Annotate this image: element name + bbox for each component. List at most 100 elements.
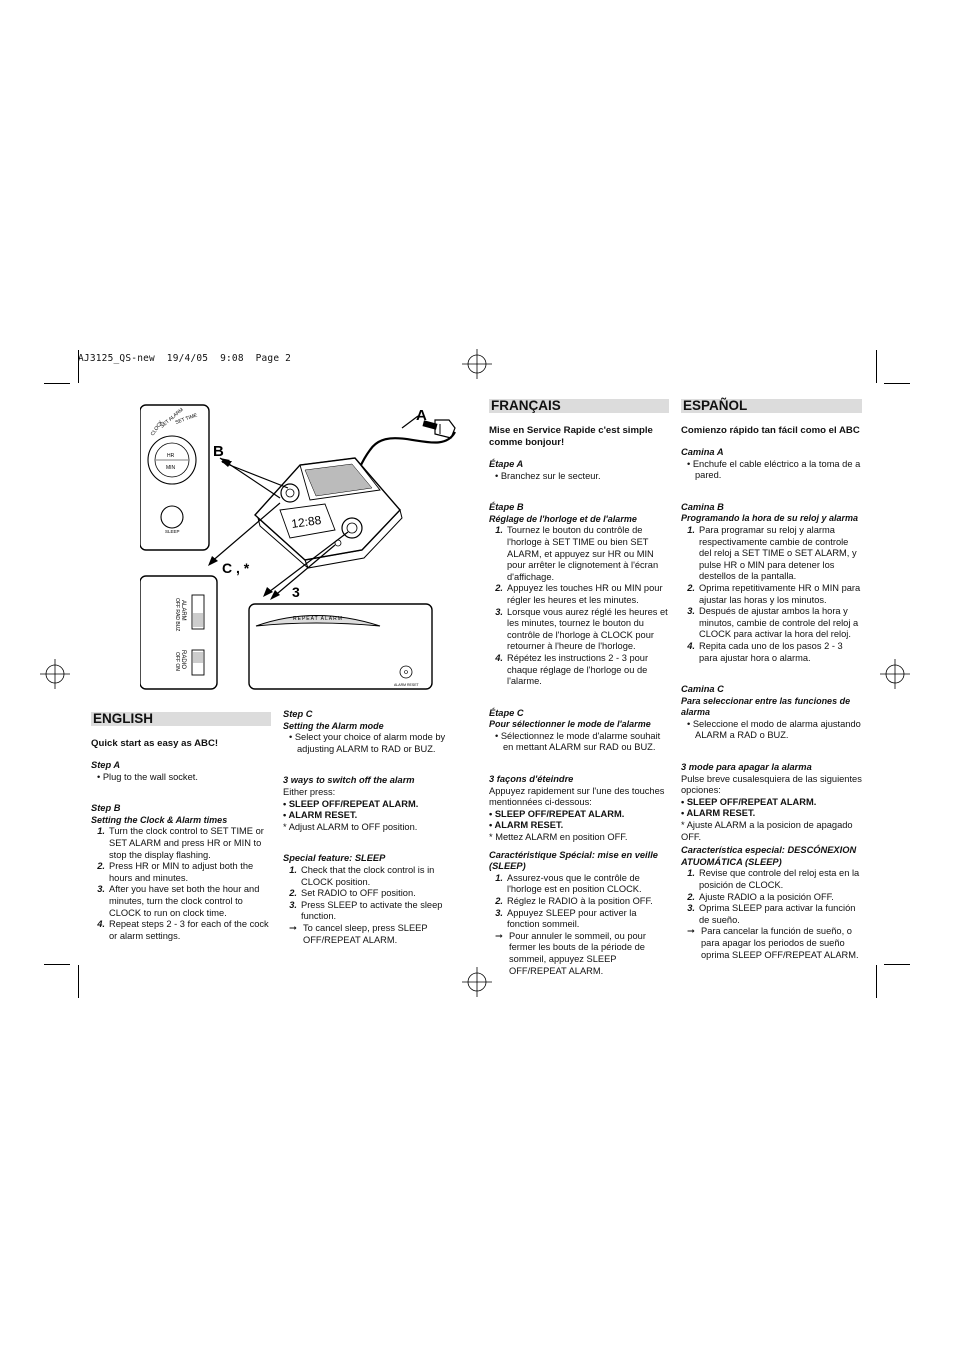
francais-stepc-title: Étape C (489, 707, 524, 718)
francais-ways-intro: Appuyez rapidement sur l'une des touches… (489, 785, 665, 808)
list-item: * Ajuste ALARM a la posicion de apagado … (681, 820, 853, 842)
english-stepb-title: Step B (91, 803, 121, 814)
francais-stepc-bullet: • Sélectionnez le mode d'alarme souhait … (495, 730, 661, 753)
list-item: 3.Después de ajustar ambos la hora y min… (687, 606, 859, 640)
label-b: B (213, 443, 224, 460)
francais-stepc-subtitle: Pour sélectionner le mode de l'alarme (489, 719, 651, 730)
english-stepc-bullet: • Select your choice of alarm mode by ad… (289, 732, 446, 754)
francais-stepa-title: Étape A (489, 459, 524, 469)
espanol-ways-intro: Pulse breve cusalesquiera de las siguien… (681, 773, 862, 796)
list-item: 4.Repita cada uno de los pasos 2 - 3 par… (687, 640, 843, 663)
list-item: 4.Répétez les instructions 2 - 3 pour ch… (495, 652, 649, 687)
list-item: • SLEEP OFF/REPEAT ALARM. (681, 796, 817, 807)
arrow-icon: ➞ (687, 926, 695, 937)
list-item: 1.Para programar su reloj y alarma respe… (687, 524, 857, 582)
francais-stepa-bullet: • Branchez sur le secteur. (495, 470, 601, 481)
alarm-switch-label: ALARM (180, 600, 186, 621)
english-intro: Quick start as easy as ABC! (91, 738, 219, 749)
radio-switch-label: RADIO (180, 650, 186, 669)
crop-mark (876, 965, 877, 998)
list-item: ➞Para cancelar la función de sueño, o pa… (687, 926, 859, 960)
list-item: 3.Lorsque vous aurez réglé les heures et… (495, 606, 668, 652)
registration-mark (880, 659, 910, 689)
english-stepa-bullet: • Plug to the wall socket. (97, 771, 198, 782)
espanol-stepb-subtitle: Programando la hora de su reloj y alarma (681, 513, 859, 524)
francais-stepb-title: Étape B (489, 502, 524, 513)
list-item: • ALARM RESET. (681, 808, 756, 819)
dial-min-label: MIN (166, 465, 176, 471)
list-item: • SLEEP OFF/REPEAT ALARM. (489, 808, 625, 819)
radio-switch-icon (191, 649, 205, 676)
list-item: 1.Turn the clock control to SET TIME or … (97, 826, 264, 860)
display-window (279, 503, 336, 539)
arrow-icon: ➞ (289, 922, 297, 933)
francais-column: FRANÇAIS Mise en Service Rapide c'est si… (489, 399, 669, 977)
crop-mark (44, 383, 70, 384)
list-item: 2.Appuyez les touches HR ou MIN pour rég… (495, 583, 663, 605)
list-item: 1.Check that the clock control is in CLO… (289, 864, 435, 887)
speaker-grille (304, 463, 373, 497)
francais-intro: Mise en Service Rapide c'est simple comm… (489, 425, 653, 448)
power-cable (349, 431, 456, 476)
alarm-modes-label: OFF RAD BUZ (174, 598, 180, 631)
espanol-stepc-bullet: • Seleccione el modo de alarma ajustando… (687, 718, 861, 741)
list-item: 3.After you have set both the hour and m… (97, 884, 260, 918)
alarm-reset-label: ALARM RESET (394, 683, 420, 687)
repeat-alarm-label: REPEAT ALARM (293, 616, 343, 622)
clock-control-knob-icon (280, 483, 300, 503)
crop-mark (884, 383, 910, 384)
sleep-button-icon (160, 505, 184, 529)
power-plug-icon (434, 419, 456, 439)
list-item: 4.Repeat steps 2 - 3 for each of the coc… (97, 919, 269, 941)
dial-panel (140, 404, 210, 551)
alarm-reset-icon (399, 665, 413, 679)
label-c: C , * (222, 560, 250, 576)
repeat-alarm-button-icon (341, 517, 363, 539)
label-3: 3 (292, 584, 300, 600)
english-special-title: Special feature: SLEEP (283, 853, 386, 864)
arrow-icon: ➞ (495, 930, 503, 941)
list-item: 2.Oprima repetitivamente HR o MIN para a… (687, 582, 861, 605)
francais-heading: FRANÇAIS (489, 399, 669, 413)
list-item: 2.Set RADIO to OFF position. (289, 888, 416, 899)
espanol-stepc-title: Camina C (681, 684, 724, 695)
list-item: 1.Assurez-vous que le contrôle de l'horl… (495, 872, 642, 895)
print-slug: AJ3125_QS-new 19/4/05 9:08 Page 2 (78, 353, 292, 364)
english-stepa-title: Step A (91, 760, 121, 770)
espanol-stepa-title: Camina A (681, 447, 724, 457)
espanol-column: ESPAÑOL Comienzo rápido tan fácil como e… (681, 399, 862, 961)
list-item: * Adjust ALARM to OFF position. (283, 821, 418, 832)
espanol-heading: ESPAÑOL (681, 399, 862, 413)
list-item: 1.Tournez le bouton du contrôle de l'hor… (495, 525, 659, 582)
display-digits: 12:88 (290, 513, 322, 531)
list-item: • ALARM RESET. (283, 810, 358, 821)
english-stepc-title: Step C (283, 709, 313, 719)
espanol-intro: Comienzo rápido tan fácil como el ABC (681, 425, 860, 436)
espanol-stepc-subtitle: Para seleccionar entre las funciones de … (681, 695, 851, 718)
english-column-2: Step C Setting the Alarm mode • Select y… (283, 709, 463, 946)
list-item: ➞Pour annuler le sommeil, ou pour fermer… (495, 930, 646, 976)
switch-panel (140, 575, 218, 690)
list-item: 1.Revise que controle del reloj esta en … (687, 868, 860, 890)
francais-stepb-subtitle: Réglage de l'horloge et de l'alarme (489, 513, 637, 524)
english-column: ENGLISH Quick start as easy as ABC! Step… (91, 712, 271, 942)
espanol-ways-title: 3 mode para apagar la alarma (681, 762, 812, 773)
clock-dial-icon (147, 435, 197, 485)
list-item: 3.Press SLEEP to activate the sleep func… (289, 899, 443, 922)
radio-modes-label: OFF ON (174, 652, 180, 671)
list-item: • ALARM RESET. (489, 820, 564, 831)
dial-hr-label: HR (167, 453, 175, 459)
list-item: * Mettez ALARM en position OFF. (489, 832, 628, 843)
registration-mark (40, 659, 70, 689)
english-ways-intro: Either press: (283, 786, 336, 797)
label-a: A (416, 407, 427, 424)
crop-mark (78, 965, 79, 998)
espanol-special-title: Característica especial: DESCÓNEXION ATU… (681, 845, 857, 867)
francais-ways-title: 3 façons d'éteindre (489, 774, 574, 785)
sleep-label: SLEEP (165, 529, 180, 534)
crop-mark (44, 964, 70, 965)
top-panel (248, 603, 433, 690)
list-item: • SLEEP OFF/REPEAT ALARM. (283, 798, 419, 809)
espanol-stepb-title: Camina B (681, 501, 724, 512)
english-stepb-subtitle: Setting the Clock & Alarm times (91, 814, 228, 825)
